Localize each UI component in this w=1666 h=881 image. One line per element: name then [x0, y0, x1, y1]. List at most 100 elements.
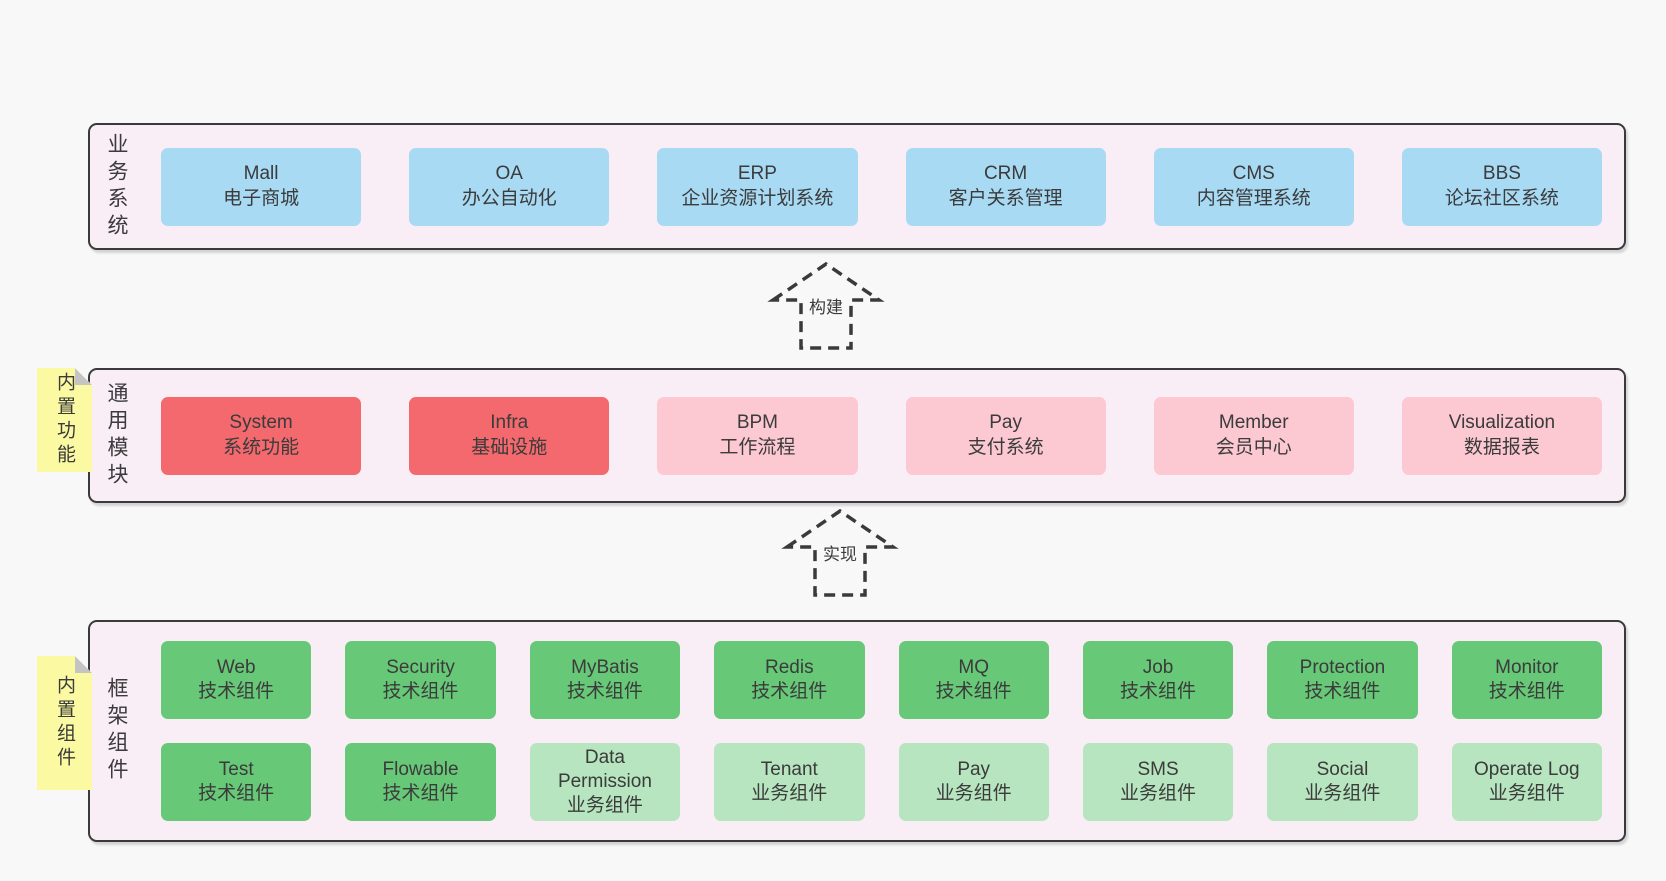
box-title: Member — [1218, 412, 1289, 434]
box-subtitle: 业务组件 — [566, 795, 643, 817]
arrow-build-label: 构建 — [806, 292, 846, 319]
box-title: Operate Log — [1473, 758, 1580, 780]
box-title: Monitor — [1495, 656, 1559, 678]
box-title: OA — [495, 163, 523, 185]
dashed-up-arrow-icon — [781, 508, 899, 597]
box-subtitle: 基础设施 — [471, 436, 548, 458]
box-monitor: Monitor 技术组件 — [1451, 641, 1602, 719]
box-title: Test — [218, 758, 254, 780]
box-redis: Redis 技术组件 — [714, 641, 865, 719]
box-subtitle: 会员中心 — [1215, 436, 1292, 458]
box-subtitle: 电子商城 — [223, 187, 300, 209]
box-subtitle: 技术组件 — [566, 681, 643, 702]
box-title: Data Permission — [557, 746, 652, 792]
box-title: Job — [1142, 656, 1174, 678]
layer-label-common-modules: 通用模块 — [105, 381, 128, 490]
arrow-implement-label: 实现 — [820, 539, 860, 566]
box-subtitle: 技术组件 — [1304, 681, 1381, 702]
box-subtitle: 技术组件 — [751, 681, 828, 702]
box-title: Social — [1316, 758, 1369, 780]
box-subtitle: 技术组件 — [198, 681, 275, 702]
box-subtitle: 支付系统 — [967, 436, 1044, 458]
box-subtitle: 技术组件 — [935, 681, 1012, 702]
box-title: MQ — [958, 656, 989, 678]
side-tag-label: 内置功能 — [54, 372, 75, 468]
box-subtitle: 技术组件 — [1488, 681, 1565, 702]
box-tenant: Tenant 业务组件 — [714, 743, 865, 821]
box-title: Web — [216, 656, 256, 678]
box-title: Redis — [765, 656, 814, 678]
box-title: Pay — [957, 758, 991, 780]
box-subtitle: 内容管理系统 — [1196, 187, 1311, 209]
box-title: Protection — [1299, 656, 1386, 678]
box-title: Security — [386, 656, 455, 678]
box-test: Test 技术组件 — [161, 743, 312, 821]
side-tag-builtin-components: 内置组件 — [37, 656, 92, 790]
box-mq: MQ 技术组件 — [898, 641, 1049, 719]
box-title: Mall — [243, 163, 279, 185]
side-tag-label: 内置组件 — [54, 675, 75, 771]
box-title: SMS — [1137, 758, 1179, 780]
box-title: Tenant — [760, 758, 818, 780]
folded-corner-icon — [75, 656, 92, 673]
box-title: System — [229, 412, 293, 434]
box-data-permission: Data Permission 业务组件 — [529, 743, 681, 821]
box-subtitle: 客户关系管理 — [948, 187, 1063, 209]
box-subtitle: 工作流程 — [719, 436, 796, 458]
folded-corner-icon — [75, 368, 92, 385]
layer-label-framework-components: 框架组件 — [105, 677, 128, 785]
arrow-build: 构建 — [751, 258, 901, 354]
box-subtitle: 企业资源计划系统 — [681, 187, 834, 209]
box-subtitle: 业务组件 — [935, 783, 1012, 804]
box-job: Job 技术组件 — [1082, 641, 1234, 719]
box-subtitle: 业务组件 — [751, 783, 828, 804]
box-subtitle: 技术组件 — [1120, 681, 1197, 702]
box-title: CMS — [1232, 163, 1275, 185]
layer-label-business-systems: 业务系统 — [105, 132, 128, 241]
box-title: Visualization — [1448, 412, 1556, 434]
box-title: BBS — [1482, 163, 1521, 185]
box-title: Pay — [989, 412, 1022, 434]
box-sms: SMS 业务组件 — [1082, 743, 1234, 821]
side-tag-builtin-features: 内置功能 — [37, 368, 92, 472]
box-subtitle: 数据报表 — [1463, 436, 1540, 458]
box-title: Infra — [490, 412, 529, 434]
dashed-up-arrow-icon — [767, 261, 885, 350]
box-subtitle: 业务组件 — [1120, 783, 1197, 804]
box-title: CRM — [983, 163, 1028, 185]
box-title: BPM — [736, 412, 778, 434]
box-title: ERP — [737, 163, 777, 185]
box-title: MyBatis — [571, 656, 639, 678]
box-web: Web 技术组件 — [161, 641, 312, 719]
box-subtitle: 技术组件 — [382, 783, 459, 804]
box-protection: Protection 技术组件 — [1267, 641, 1418, 719]
box-subtitle: 系统功能 — [223, 436, 300, 458]
box-subtitle: 技术组件 — [198, 783, 275, 804]
box-mybatis: MyBatis 技术组件 — [529, 641, 681, 719]
